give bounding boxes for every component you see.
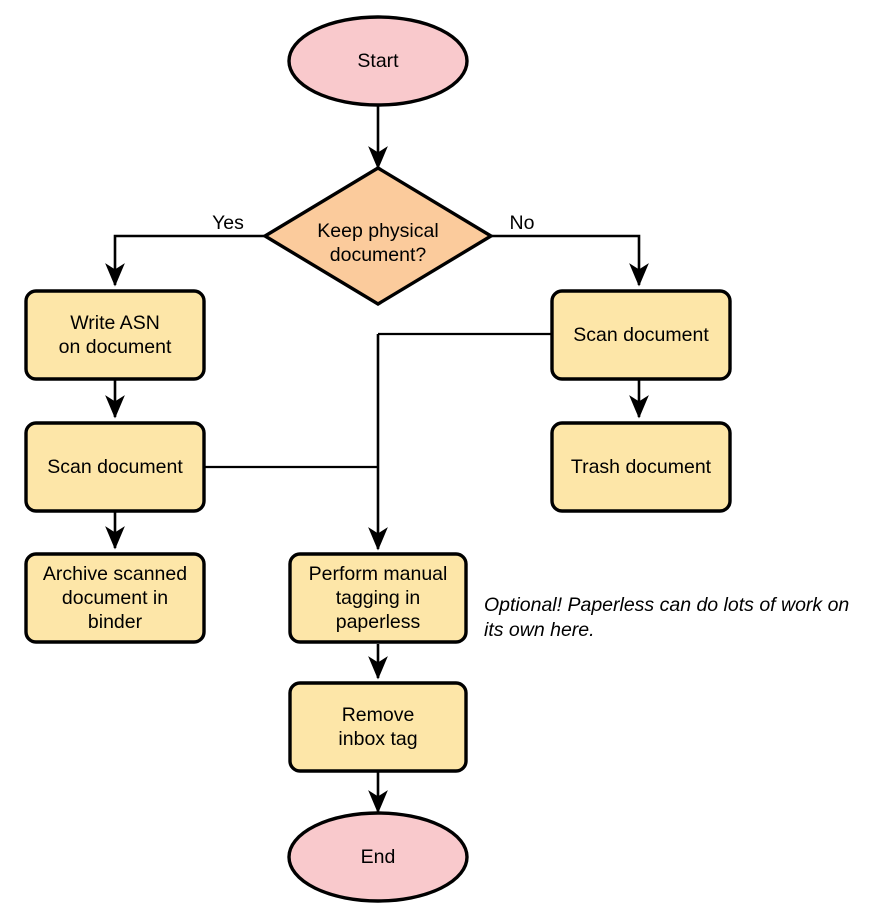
note-line2: its own here. xyxy=(484,619,595,641)
edge-label-yes: Yes xyxy=(212,212,244,234)
decision-shape xyxy=(261,166,495,306)
decision-label-line1: Keep physical xyxy=(317,220,438,242)
scan-document-left-shape xyxy=(24,421,206,513)
scan-document-right-label: Scan document xyxy=(573,324,709,346)
write-asn-label-line1: Write ASN xyxy=(70,312,160,334)
annotation-note: Optional! Paperless can do lots of work … xyxy=(484,594,849,641)
archive-label-line2: document in xyxy=(62,587,168,609)
node-write-asn-on-document[interactable]: Write ASN on document xyxy=(24,289,206,381)
note-line1: Optional! Paperless can do lots of work … xyxy=(484,594,849,616)
start-label: Start xyxy=(357,50,399,72)
node-scan-document-left[interactable]: Scan document xyxy=(24,421,206,513)
write-asn-shape xyxy=(24,289,206,381)
archive-label-line3: binder xyxy=(88,611,143,633)
node-perform-manual-tagging[interactable]: Perform manual tagging in paperless xyxy=(288,552,468,644)
node-archive-scanned-document[interactable]: Archive scanned document in binder xyxy=(24,552,206,644)
remove-inbox-tag-label-line2: inbox tag xyxy=(338,728,417,750)
remove-inbox-tag-shape xyxy=(288,681,468,773)
node-end[interactable]: End xyxy=(287,811,469,903)
node-trash-document[interactable]: Trash document xyxy=(550,421,732,513)
decision-label-line2: document? xyxy=(330,244,427,266)
connector-decision-no-to-scan-right xyxy=(491,234,649,287)
start-terminator-shape xyxy=(287,15,469,107)
node-decision-keep-physical-document[interactable]: Keep physical document? xyxy=(261,166,495,306)
manual-tagging-shape xyxy=(288,552,468,644)
node-scan-document-right[interactable]: Scan document xyxy=(550,289,732,381)
trash-document-shape xyxy=(550,421,732,513)
scan-document-right-shape xyxy=(550,289,732,381)
write-asn-label-line2: on document xyxy=(59,336,172,358)
scan-document-left-label: Scan document xyxy=(47,456,183,478)
trash-document-label: Trash document xyxy=(571,456,712,478)
node-start[interactable]: Start xyxy=(287,15,469,107)
edge-label-no: No xyxy=(510,212,535,234)
connector-decision-yes-to-write-asn xyxy=(105,234,265,287)
manual-tagging-label-line2: tagging in xyxy=(336,587,421,609)
remove-inbox-tag-label-line1: Remove xyxy=(342,704,415,726)
manual-tagging-label-line1: Perform manual xyxy=(309,563,448,585)
node-remove-inbox-tag[interactable]: Remove inbox tag xyxy=(288,681,468,773)
manual-tagging-label-line3: paperless xyxy=(336,611,421,633)
end-label: End xyxy=(361,846,396,868)
end-terminator-shape xyxy=(287,811,469,903)
archive-shape xyxy=(24,552,206,644)
archive-label-line1: Archive scanned xyxy=(43,563,187,585)
